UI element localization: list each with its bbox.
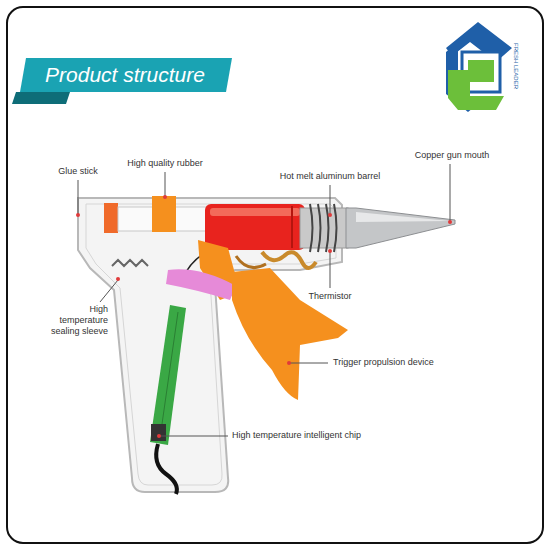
thermistor-wire [262, 252, 316, 268]
part-label: FRESH LEADER [512, 43, 520, 89]
leader-dots [76, 195, 452, 438]
part-label: Thermistor [308, 291, 351, 302]
back-spring [112, 260, 148, 266]
part-label: Copper gun mouth [415, 150, 490, 161]
sealing-barrel [205, 204, 305, 250]
nozzle [346, 208, 455, 248]
title-banner [20, 58, 232, 92]
frame [7, 7, 543, 543]
part-label: High temperature sealing sleeve [44, 304, 108, 337]
part-label: High temperature intelligent chip [232, 430, 361, 441]
logo [446, 22, 512, 112]
part-label: Hot melt aluminum barrel [280, 171, 381, 182]
trigger [232, 268, 348, 400]
part-label: High quality rubber [127, 158, 203, 169]
aluminum-barrel [300, 208, 348, 248]
part-label: Glue stick [58, 166, 98, 177]
part-label: Trigger propulsion device [333, 357, 434, 368]
rubber [152, 196, 176, 232]
lever [166, 269, 236, 300]
pcb [150, 305, 186, 445]
spring [310, 204, 337, 252]
leader-lines [78, 164, 450, 436]
end-cap [104, 203, 118, 233]
cable [156, 444, 177, 494]
banner-shadow [12, 92, 70, 104]
chip [151, 424, 166, 441]
title-text: Product structure [22, 58, 228, 92]
